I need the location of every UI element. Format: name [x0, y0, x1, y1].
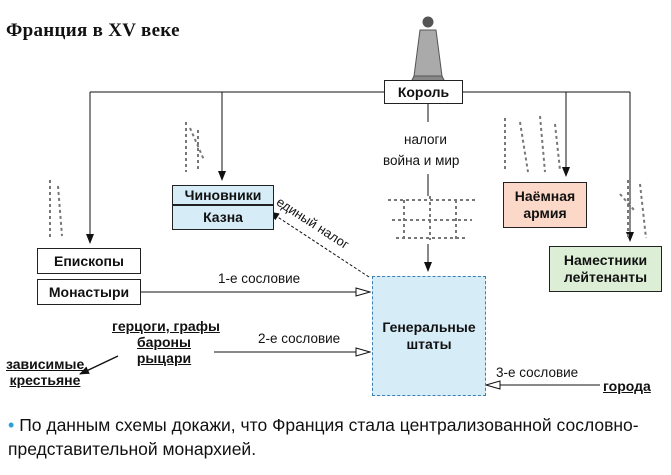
- bishops-figure-icon: [49, 180, 63, 238]
- question-label: По данным схемы докажи, что Франция стал…: [8, 415, 639, 459]
- nobles-label: герцоги, графы бароны рыцари: [112, 318, 220, 366]
- taxes-label: налоги: [404, 132, 447, 147]
- king-label: Король: [397, 83, 450, 100]
- monasteries-label: Монастыри: [48, 283, 130, 300]
- army-label-line1: Наёмная: [514, 188, 576, 204]
- estates-label-line1: Генеральные: [382, 319, 476, 335]
- governors-label-line1: Наместники: [563, 252, 648, 268]
- king-box: Король: [384, 80, 463, 104]
- nobles-label-line1: герцоги, графы: [112, 318, 220, 334]
- treasury-box: Казна: [172, 205, 274, 230]
- governors-label-line2: лейтенанты: [563, 269, 648, 285]
- assembly-figures-icon: [388, 196, 476, 240]
- monasteries-box: Монастыри: [37, 279, 141, 305]
- towns-label: города: [603, 378, 651, 394]
- war-peace-label: война и мир: [383, 153, 460, 168]
- officials-figures-icon: [185, 122, 205, 172]
- third-estate-label: 3-е сословие: [496, 365, 579, 380]
- first-estate-label: 1-е сословие: [218, 271, 301, 286]
- officials-box: Чиновники: [172, 185, 274, 205]
- peasants-label-line1: зависимые: [6, 356, 85, 372]
- army-figures-icon: [504, 115, 561, 173]
- nobles-label-line2: бароны: [137, 334, 191, 350]
- army-box: Наёмная армия: [503, 182, 587, 228]
- governors-box: Наместники лейтенанты: [549, 246, 662, 292]
- governors-figure-icon: [619, 180, 647, 240]
- estates-general-box: Генеральные штаты: [372, 276, 486, 396]
- estates-label-line2: штаты: [406, 336, 452, 352]
- treasury-label: Казна: [203, 209, 243, 225]
- bishops-box: Епископы: [37, 248, 141, 274]
- page-title: Франция в XV веке: [6, 20, 180, 41]
- officials-label: Чиновники: [184, 186, 262, 203]
- peasants-label-line2: крестьяне: [9, 372, 81, 388]
- question-text: • По данным схемы докажи, что Франция ст…: [8, 413, 668, 461]
- bishops-label: Епископы: [54, 252, 124, 269]
- king-figure-icon: [409, 16, 447, 85]
- nobles-label-line3: рыцари: [136, 350, 192, 366]
- peasants-label: зависимые крестьяне: [6, 356, 84, 388]
- bullet-icon: •: [8, 415, 15, 435]
- army-label-line2: армия: [523, 205, 567, 221]
- second-estate-label: 2-е сословие: [258, 331, 341, 346]
- nobles-to-peasants-arrow: [79, 355, 119, 375]
